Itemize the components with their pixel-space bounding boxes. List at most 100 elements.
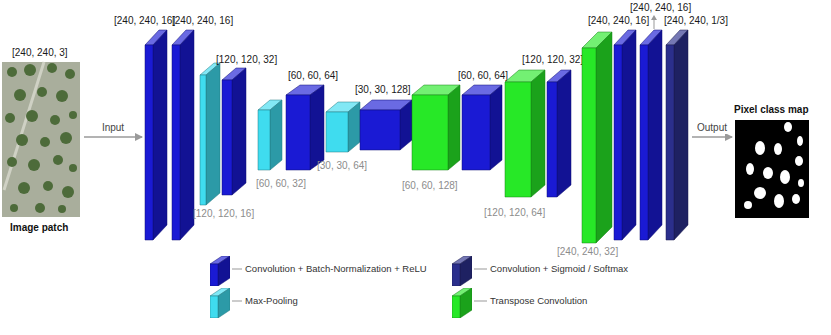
pixel-class-map: Pixel class map bbox=[735, 120, 809, 218]
blob bbox=[774, 194, 784, 208]
swatch-shape bbox=[452, 256, 472, 286]
trees bbox=[5, 63, 77, 213]
legend-leader bbox=[232, 269, 242, 270]
box-side bbox=[622, 30, 636, 240]
tree bbox=[10, 204, 18, 212]
block-shape bbox=[582, 32, 612, 243]
conv-bn-relu-block: [120, 120, 32] bbox=[547, 70, 571, 197]
dimension-label: [30, 30, 64] bbox=[317, 160, 367, 172]
conv-bn-relu-block: [60, 60, 64] bbox=[286, 85, 324, 170]
tree bbox=[5, 113, 15, 123]
box-side bbox=[490, 85, 502, 170]
connector-arrow bbox=[84, 136, 142, 138]
dimension-label: [30, 30, 128] bbox=[355, 84, 411, 96]
dimension-label: [120, 120, 32] bbox=[216, 54, 277, 66]
road bbox=[4, 62, 44, 190]
conv-bn-relu-block: [240, 240, 16] bbox=[145, 30, 167, 240]
max-pool-block: [60, 60, 32] bbox=[258, 100, 282, 170]
box-side bbox=[218, 256, 230, 286]
box-front bbox=[582, 48, 596, 243]
tree bbox=[40, 137, 50, 147]
box-side bbox=[348, 102, 360, 152]
tree bbox=[7, 157, 17, 167]
legend-swatch bbox=[210, 288, 230, 318]
box-side bbox=[557, 70, 571, 197]
tree bbox=[35, 203, 45, 213]
box-front bbox=[360, 110, 400, 150]
box-front bbox=[200, 75, 206, 205]
box-front bbox=[172, 45, 180, 240]
box-front bbox=[326, 112, 348, 152]
dimension-label: [240, 240, 16] bbox=[172, 15, 233, 27]
blob bbox=[780, 170, 790, 184]
leader-head bbox=[651, 15, 657, 20]
legend-text: Max-Pooling bbox=[245, 295, 298, 307]
tree bbox=[24, 64, 36, 76]
box-side bbox=[310, 85, 324, 170]
box-front bbox=[286, 95, 310, 170]
box-front bbox=[452, 296, 460, 318]
tree bbox=[47, 63, 57, 73]
blob bbox=[746, 163, 754, 175]
tree bbox=[26, 110, 38, 122]
box-side bbox=[460, 288, 472, 318]
box-side bbox=[648, 30, 662, 240]
max-pool-block: [30, 30, 64] bbox=[326, 102, 360, 152]
box-side bbox=[232, 68, 246, 195]
block-shape bbox=[505, 70, 545, 197]
dimension-label: [240, 240, 32] bbox=[557, 246, 618, 258]
edge-label: Output bbox=[695, 122, 729, 134]
edge-label: Input bbox=[100, 122, 126, 134]
node-title: Image patch bbox=[10, 222, 68, 234]
tree bbox=[65, 69, 75, 79]
box-side bbox=[270, 100, 282, 170]
block-shape bbox=[614, 30, 636, 240]
block-shape bbox=[145, 30, 167, 240]
dimension-label: [240, 240, 16] bbox=[114, 15, 175, 27]
box-side bbox=[400, 100, 412, 150]
tree bbox=[56, 90, 68, 102]
transpose-conv-block: [240, 240, 32] bbox=[582, 32, 612, 243]
dimension-label: [240, 240, 16] bbox=[630, 2, 691, 14]
dimension-label: [120, 120, 64] bbox=[484, 207, 545, 219]
box-side bbox=[206, 63, 220, 205]
box-front bbox=[222, 80, 232, 195]
legend-leader bbox=[232, 301, 242, 302]
tree bbox=[50, 115, 60, 125]
conv-sigmoid-block: [240, 240, 1/3] bbox=[666, 30, 688, 240]
legend-text: Convolution + Batch-Normalization + ReLU bbox=[245, 263, 427, 275]
tree bbox=[18, 182, 30, 194]
legend-leader bbox=[474, 301, 487, 302]
block-shape bbox=[547, 70, 571, 197]
conv-bn-relu-block: [240, 240, 16] bbox=[640, 30, 662, 240]
dimension-label: [60, 60, 64] bbox=[288, 70, 338, 82]
block-shape bbox=[412, 85, 460, 170]
box-side bbox=[448, 85, 460, 170]
leader-arrow bbox=[651, 15, 657, 29]
block-shape bbox=[222, 68, 246, 195]
box-side bbox=[153, 30, 167, 240]
node-title: Pixel class map bbox=[734, 104, 809, 116]
blob bbox=[744, 201, 752, 209]
box-side bbox=[460, 256, 472, 286]
tree bbox=[16, 134, 28, 146]
legend-swatch bbox=[452, 288, 472, 318]
box-front bbox=[640, 45, 648, 240]
tree bbox=[14, 89, 26, 101]
max-pool-block: [120, 120, 16] bbox=[200, 63, 220, 205]
block-shape bbox=[326, 102, 360, 152]
conv-bn-relu-block: [240, 240, 16] bbox=[614, 30, 636, 240]
box-front bbox=[666, 45, 674, 240]
dimension-label: [60, 60, 32] bbox=[256, 178, 306, 190]
block-shape bbox=[666, 30, 688, 240]
dimension-label: [240, 240, 1/3] bbox=[664, 15, 728, 27]
dimension-label: [240, 240, 3] bbox=[12, 47, 68, 59]
field bbox=[2, 62, 80, 217]
connector-arrow bbox=[692, 136, 732, 138]
box-front bbox=[210, 296, 218, 318]
blob bbox=[792, 194, 800, 204]
conv-bn-relu-block: [60, 60, 64] bbox=[462, 85, 502, 170]
blob bbox=[763, 167, 773, 179]
legend-swatch bbox=[210, 256, 230, 286]
